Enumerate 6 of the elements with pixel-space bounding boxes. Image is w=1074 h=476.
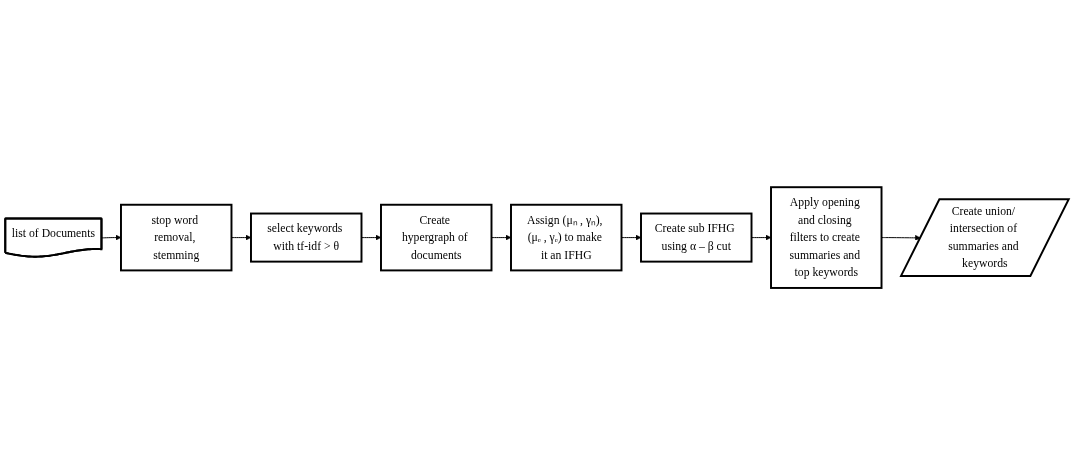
node-box: Create sub IFHG using α – β cut xyxy=(640,212,753,264)
node-box: Assign (μₙ , γₙ), (μₑ , γₑ) to make it an IFHG xyxy=(510,204,623,272)
node-box: Create hypergraph of documents xyxy=(380,204,493,272)
node-box: Apply opening and closing filters to create summaries and top keywords xyxy=(770,186,883,290)
node-box: stop word removal, stemming xyxy=(120,204,233,272)
node-box: select keywords with tf-idf > θ xyxy=(250,212,363,264)
